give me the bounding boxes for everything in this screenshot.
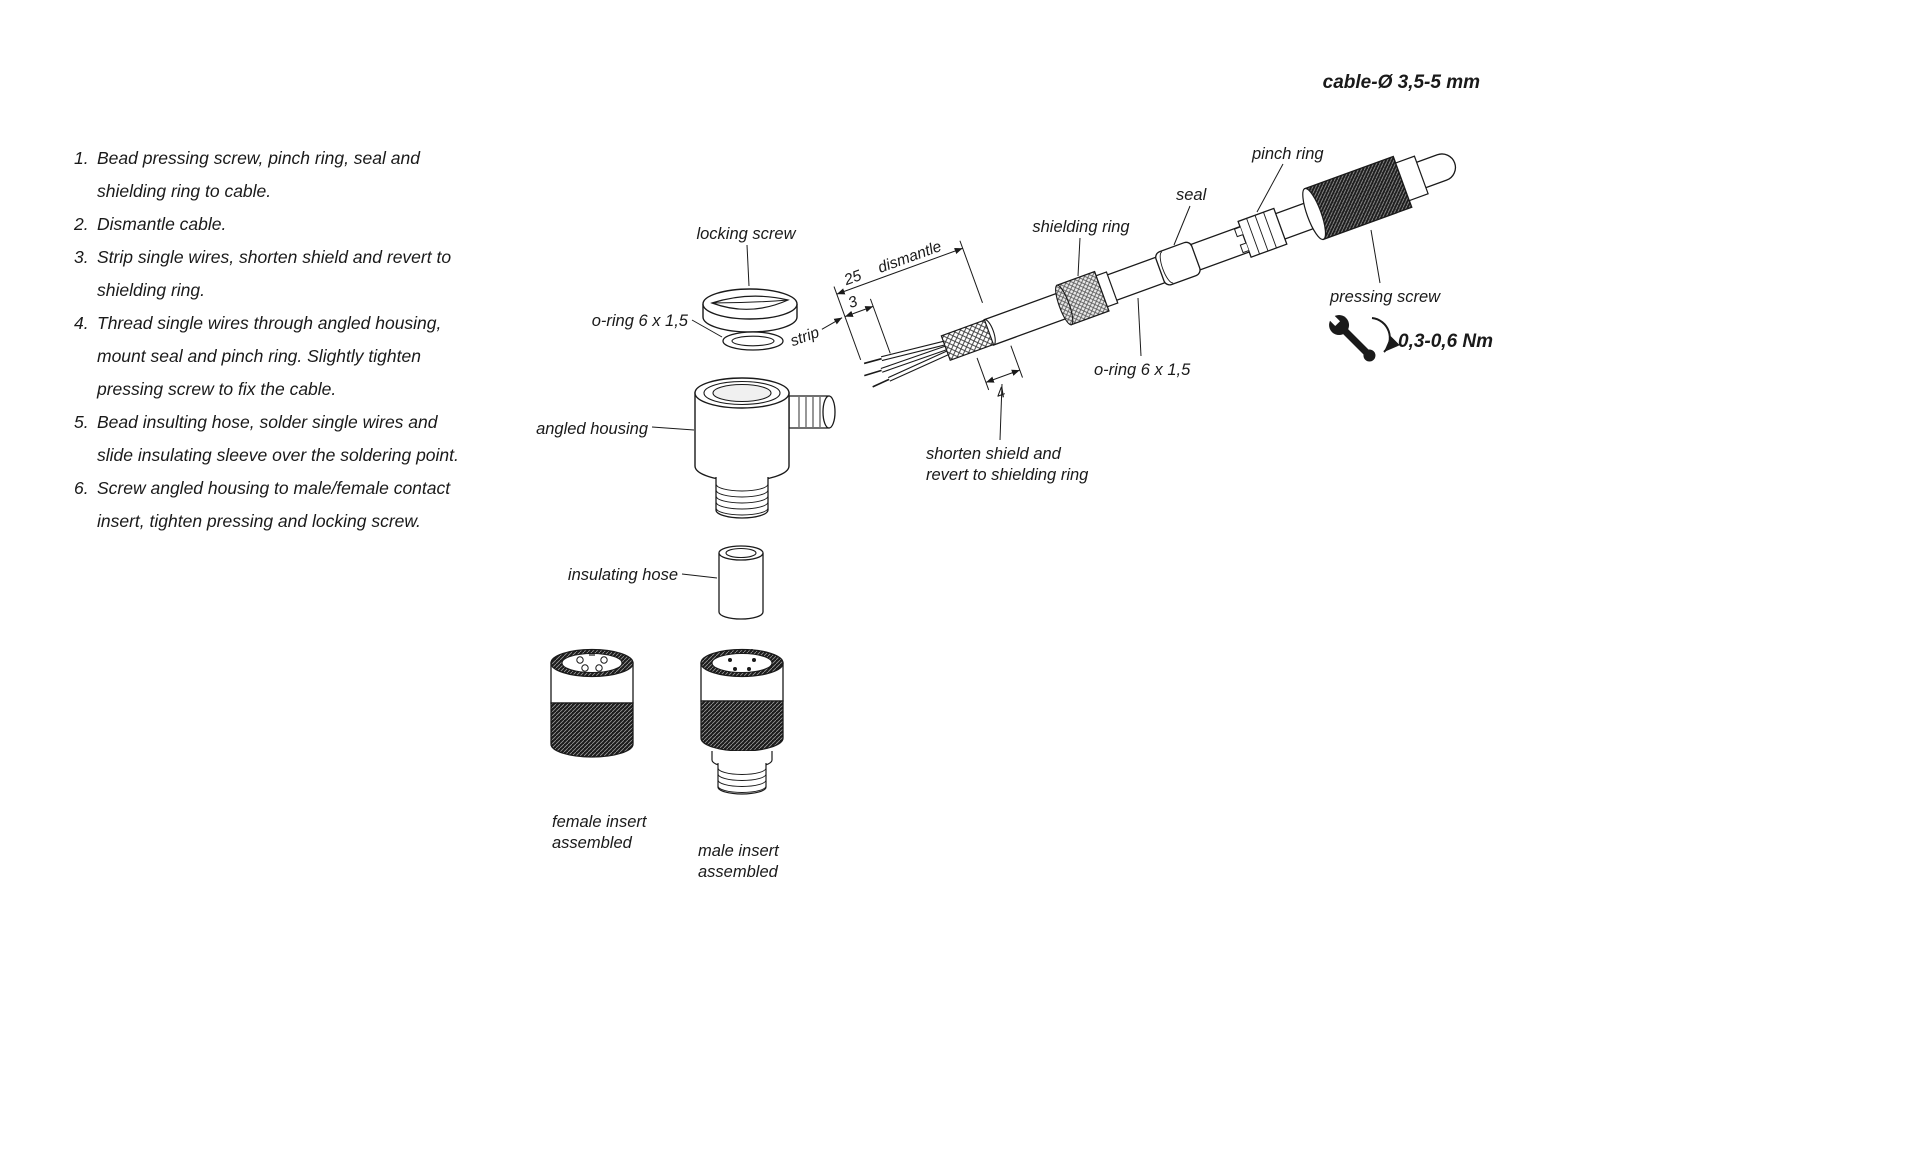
label-female-insert: female insert assembled bbox=[552, 813, 647, 853]
cable-diameter-title: cable-Ø 3,5-5 mm bbox=[1322, 72, 1480, 93]
label-shielding-ring: shielding ring bbox=[1032, 218, 1130, 236]
instruction-item: 1. Bead pressing screw, pinch ring, seal… bbox=[74, 142, 482, 208]
label-shorten-shield: shorten shield and revert to shielding r… bbox=[926, 445, 1089, 485]
cable-assembly-drawing: 25 dismantle 3 strip 4 bbox=[788, 153, 1457, 403]
dim-strip-value: 3 bbox=[846, 293, 860, 312]
instruction-number: 1. bbox=[74, 148, 89, 168]
instruction-text: Bead pressing screw, pinch ring, seal an… bbox=[97, 148, 420, 201]
label-pressing-screw: pressing screw bbox=[1330, 288, 1441, 306]
torque-spec: 0,3-0,6 Nm bbox=[1398, 331, 1494, 352]
instruction-text: Screw angled housing to male/female cont… bbox=[97, 478, 451, 531]
stripped-wires-drawing bbox=[863, 340, 951, 388]
instruction-number: 4. bbox=[74, 313, 89, 333]
shielding-ring-drawing bbox=[1055, 270, 1119, 326]
dimension-lines bbox=[821, 240, 1023, 391]
label-o-ring-right: o-ring 6 x 1,5 bbox=[1094, 361, 1191, 379]
label-seal: seal bbox=[1176, 186, 1207, 204]
label-o-ring-left: o-ring 6 x 1,5 bbox=[591, 312, 688, 330]
label-insulating-hose: insulating hose bbox=[567, 566, 678, 584]
instruction-number: 6. bbox=[74, 478, 89, 498]
shield-braid-drawing bbox=[940, 319, 995, 362]
instruction-text: Bead insulting hose, solder single wires… bbox=[97, 412, 459, 465]
pinch-ring-drawing bbox=[1233, 207, 1288, 258]
instruction-item: 2. Dismantle cable. bbox=[74, 208, 482, 241]
pressing-screw-drawing bbox=[1302, 155, 1429, 241]
instruction-item: 5. Bead insulting hose, solder single wi… bbox=[74, 406, 482, 472]
insulating-hose-drawing bbox=[718, 545, 764, 620]
label-locking-screw: locking screw bbox=[696, 225, 796, 243]
dim-dismantle-value: 25 bbox=[841, 267, 864, 289]
instruction-item: 6. Screw angled housing to male/female c… bbox=[74, 472, 482, 538]
instruction-number: 3. bbox=[74, 247, 89, 267]
locking-screw-drawing bbox=[702, 288, 798, 333]
o-ring-drawing bbox=[722, 331, 784, 351]
instruction-text: Thread single wires through angled housi… bbox=[97, 313, 442, 399]
label-angled-housing: angled housing bbox=[536, 420, 648, 438]
instruction-number: 5. bbox=[74, 412, 89, 432]
instruction-text: Dismantle cable. bbox=[97, 214, 227, 234]
label-pinch-ring: pinch ring bbox=[1252, 145, 1324, 163]
male-insert-drawing bbox=[700, 648, 784, 795]
female-insert-drawing bbox=[550, 648, 634, 758]
torque-wrench-icon bbox=[1324, 310, 1400, 362]
dim-dismantle-label: dismantle bbox=[876, 238, 945, 277]
instruction-number: 2. bbox=[74, 214, 89, 234]
label-male-insert: male insert assembled bbox=[698, 842, 779, 882]
seal-drawing bbox=[1155, 241, 1201, 286]
instruction-item: 3. Strip single wires, shorten shield an… bbox=[74, 241, 482, 307]
assembly-instructions: 1. Bead pressing screw, pinch ring, seal… bbox=[74, 142, 482, 538]
instruction-item: 4. Thread single wires through angled ho… bbox=[74, 307, 482, 406]
instruction-text: Strip single wires, shorten shield and r… bbox=[97, 247, 452, 300]
angled-housing-drawing bbox=[694, 377, 836, 519]
leader-lines bbox=[651, 163, 1381, 579]
dim-strip-label: strip bbox=[788, 324, 822, 350]
